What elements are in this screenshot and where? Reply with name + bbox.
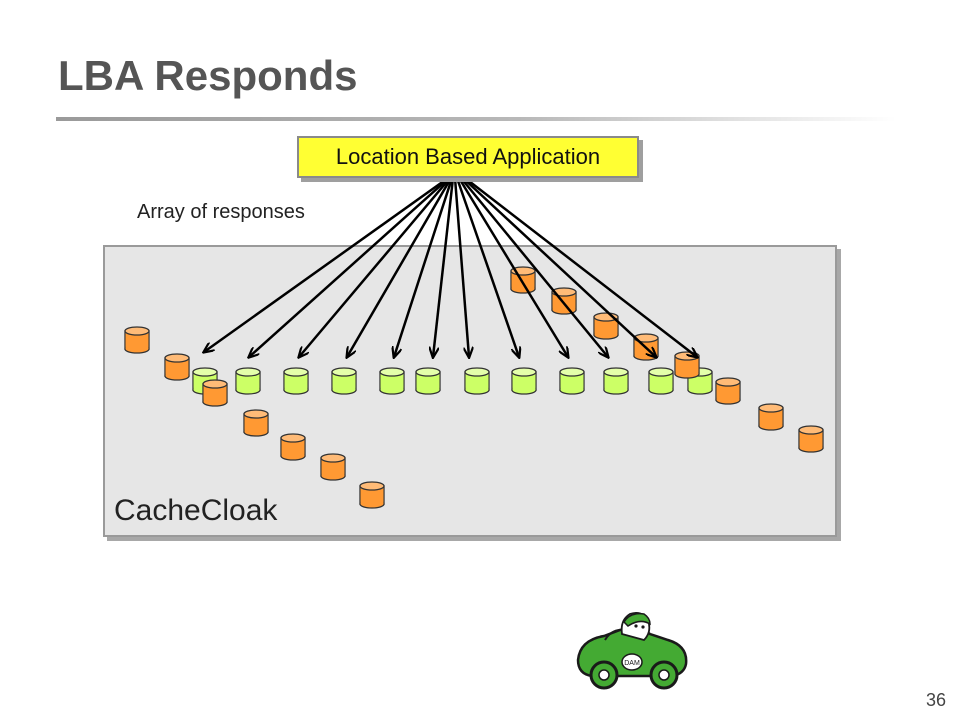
cache-cylinder xyxy=(164,353,190,381)
response-cylinder xyxy=(235,367,261,395)
response-cylinder xyxy=(511,367,537,395)
response-cylinder xyxy=(464,367,490,395)
response-arrow xyxy=(433,177,455,357)
response-arrow xyxy=(453,177,469,357)
location-based-application-box: Location Based Application xyxy=(297,136,639,178)
page-number: 36 xyxy=(926,690,947,710)
response-arrow xyxy=(455,177,519,357)
title-underline xyxy=(56,117,896,121)
cache-cylinder xyxy=(715,377,741,405)
response-arrow xyxy=(464,177,697,357)
response-cylinder xyxy=(331,367,357,395)
response-arrows xyxy=(204,176,697,357)
response-cylinder xyxy=(559,367,585,395)
cache-cylinder xyxy=(320,453,346,481)
array-of-responses-label: Array of responses xyxy=(137,201,305,223)
response-arrow xyxy=(249,177,450,357)
response-cylinder xyxy=(603,367,629,395)
response-arrow xyxy=(462,177,656,357)
cache-cylinder xyxy=(758,403,784,431)
cache-cylinder xyxy=(798,425,824,453)
cache-cylinder xyxy=(243,409,269,437)
cache-cylinder xyxy=(124,326,150,354)
response-cylinder xyxy=(648,367,674,395)
response-cylinder xyxy=(379,367,405,395)
response-arrow xyxy=(460,177,608,357)
response-arrow xyxy=(347,177,453,357)
response-cylinders xyxy=(192,367,713,395)
slide-title: LBA Responds xyxy=(58,52,358,99)
svg-text:DAM: DAM xyxy=(624,660,640,667)
cache-cylinder xyxy=(202,379,228,407)
cachecloak-label: CacheCloak xyxy=(114,494,278,527)
response-arrow xyxy=(394,177,454,357)
response-cylinder xyxy=(283,367,309,395)
response-arrow xyxy=(457,177,568,357)
car-icon: DAM xyxy=(576,611,688,690)
cache-cylinder xyxy=(359,481,385,509)
cache-cylinder xyxy=(280,433,306,461)
response-arrow xyxy=(204,176,449,352)
response-cylinder xyxy=(415,367,441,395)
response-arrow xyxy=(299,177,451,357)
